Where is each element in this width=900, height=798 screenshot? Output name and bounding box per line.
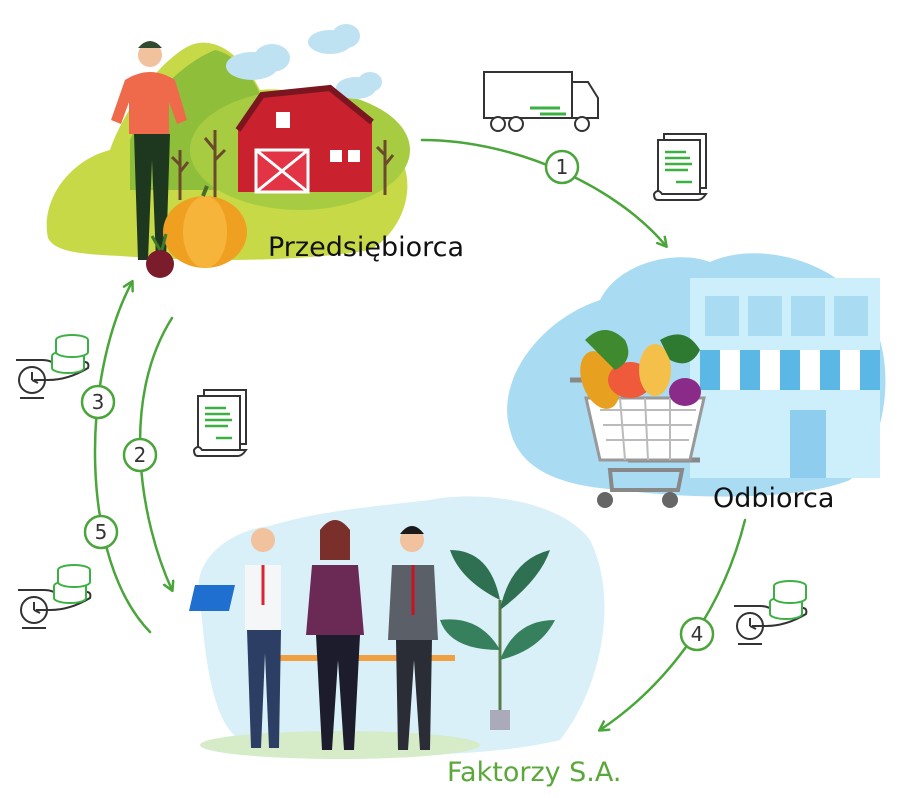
flow-arrow-3 — [93, 282, 152, 634]
document-icon — [652, 132, 708, 202]
farmer-figure — [111, 41, 187, 260]
beetroot-icon — [146, 233, 174, 278]
person-left — [189, 528, 281, 748]
cloud-icon — [226, 24, 382, 99]
truck-icon — [483, 71, 599, 132]
shopping-cart-icon — [570, 330, 706, 508]
step-marker-4: 4 — [679, 616, 715, 652]
shop-illustration — [507, 253, 886, 508]
farm-illustration — [46, 24, 410, 278]
step-marker-5: 5 — [83, 514, 119, 550]
plant-icon — [440, 550, 555, 730]
flow-arrow-1 — [420, 138, 666, 246]
step-marker-3: 3 — [80, 384, 116, 420]
step-number: 1 — [556, 155, 569, 179]
step-number: 3 — [92, 390, 105, 414]
vegetables — [580, 330, 701, 409]
money-clock-icon — [17, 564, 92, 629]
document-icon — [192, 388, 248, 458]
step-marker-1: 1 — [544, 149, 580, 185]
person-center — [306, 520, 364, 750]
awning — [700, 350, 880, 390]
person-right — [388, 526, 438, 750]
flow-arrow-4 — [600, 518, 747, 730]
factor-label: Faktorzy S.A. — [447, 757, 622, 788]
barn-icon — [235, 84, 374, 194]
step-number: 2 — [134, 443, 147, 467]
money-clock-icon — [15, 334, 90, 399]
entrepreneur-label: Przedsiębiorca — [268, 232, 465, 263]
step-number: 4 — [691, 622, 704, 646]
pumpkin-icon — [163, 185, 247, 268]
office-illustration — [189, 496, 605, 759]
step-marker-2: 2 — [122, 437, 158, 473]
money-clock-icon — [733, 580, 808, 645]
recipient-label: Odbiorca — [713, 483, 835, 514]
step-number: 5 — [95, 520, 108, 544]
